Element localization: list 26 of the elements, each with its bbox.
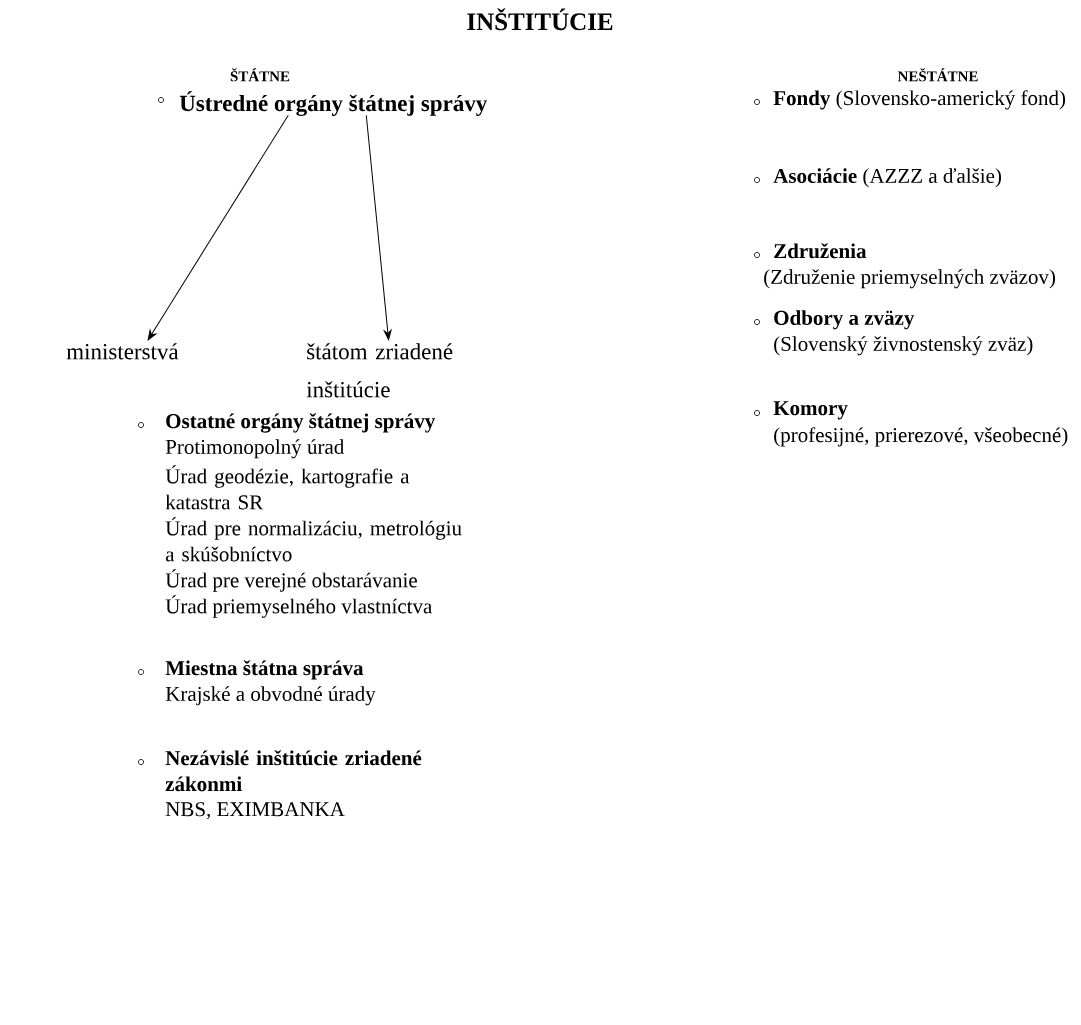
- list-text: Úrad priemyselného vlastníctva: [165, 595, 433, 618]
- list-text: (profesijné, prierezové, všeobecné): [774, 427, 1068, 447]
- list-text: Úrad pre verejné obstarávanie: [165, 569, 417, 592]
- bullet-heading: Ústredné orgány štátnej správy: [179, 91, 488, 116]
- list-text: Úrad geodézie, kartografie a katastra SR: [165, 465, 410, 510]
- branch-text: štátom zriadené inštitúcie: [306, 343, 453, 398]
- list-text: Fondy (Slovensko-americký fond): [773, 90, 1066, 110]
- list-text: Protimonopolný úrad: [165, 439, 345, 459]
- list-heading: Komory: [773, 401, 848, 420]
- list-heading: Ostatné orgány štátnej správy: [166, 413, 436, 433]
- list-text: Úrad pre normalizáciu, metrológiu a skúšobníctvo: [165, 517, 462, 562]
- column-heading: ŠTÁTNE: [230, 68, 290, 82]
- list-heading: Nezávislé inštitúcie zriadené zákonmi: [165, 750, 422, 792]
- list-heading: Miestna štátna správa: [165, 660, 364, 680]
- list-text: (Združenie priemyselných zväzov): [764, 269, 1056, 289]
- title: INŠTITÚCIE: [467, 8, 613, 31]
- list-heading: Odbory a zväzy: [774, 310, 915, 330]
- list-heading: Združenia: [774, 243, 867, 259]
- list-text: (Slovenský živnostenský zväz): [774, 336, 1033, 356]
- list-text: NBS, EXIMBANKA: [165, 802, 345, 820]
- arrow: [365, 114, 392, 341]
- list-text: Asociácie (AZZZ a ďalšie): [773, 168, 1001, 188]
- list-text: Krajské a obvodné úrady: [165, 686, 376, 706]
- arrow: [147, 114, 289, 341]
- column-heading: NEŠTÁTNE: [897, 68, 978, 82]
- branch-text: ministerstvá: [66, 343, 179, 360]
